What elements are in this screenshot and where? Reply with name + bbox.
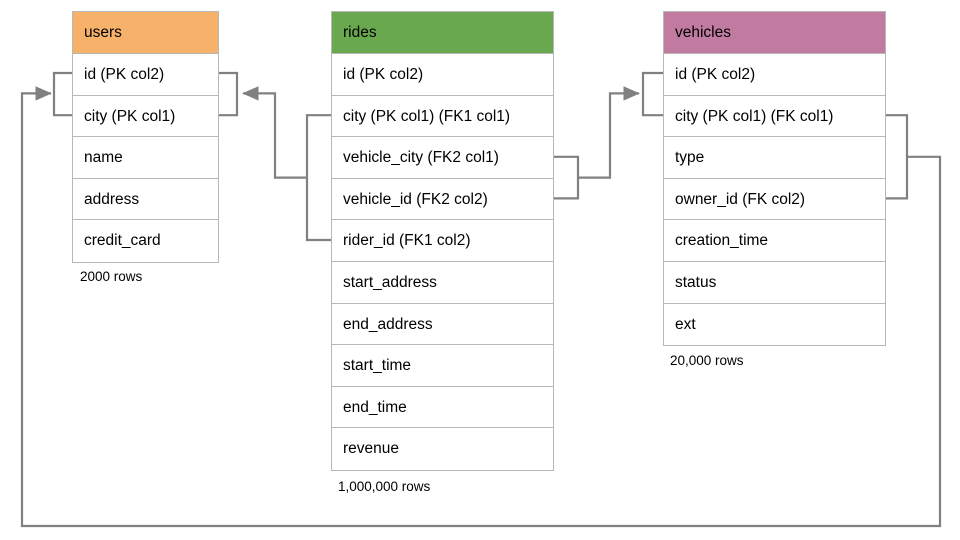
connector-users-right-bracket [219, 71, 239, 117]
connector-fk1-rides-users [242, 86, 331, 242]
table-row[interactable]: address [73, 178, 218, 221]
table-row[interactable]: id (PK col2) [73, 54, 218, 96]
table-row[interactable]: start_address [332, 261, 553, 304]
table-row[interactable]: city (PK col1) [73, 95, 218, 138]
table-row[interactable]: city (PK col1) (FK col1) [664, 95, 885, 138]
table-users-row-count: 2000 rows [80, 269, 143, 284]
table-row[interactable]: end_address [332, 303, 553, 346]
table-row[interactable]: credit_card [73, 220, 218, 262]
table-users[interactable]: users id (PK col2) city (PK col1) name a… [72, 11, 219, 263]
table-rides[interactable]: rides id (PK col2) city (PK col1) (FK1 c… [331, 11, 554, 471]
table-vehicles-row-count: 20,000 rows [670, 353, 744, 368]
table-row[interactable]: vehicle_id (FK2 col2) [332, 178, 553, 221]
table-rides-header: rides [332, 12, 553, 54]
table-row[interactable]: vehicle_city (FK2 col1) [332, 137, 553, 179]
table-row[interactable]: id (PK col2) [664, 54, 885, 96]
connector-users-left-bracket [52, 71, 72, 117]
table-row[interactable]: owner_id (FK col2) [664, 178, 885, 221]
table-users-header: users [73, 12, 218, 54]
table-rides-row-count: 1,000,000 rows [338, 479, 431, 494]
table-row[interactable]: start_time [332, 345, 553, 387]
table-row[interactable]: status [664, 261, 885, 304]
table-row[interactable]: type [664, 137, 885, 179]
connector-fk2-rides-vehicles [554, 86, 640, 200]
table-vehicles-header: vehicles [664, 12, 885, 54]
table-row[interactable]: name [73, 137, 218, 179]
table-row[interactable]: ext [664, 303, 885, 346]
table-row[interactable]: rider_id (FK1 col2) [332, 220, 553, 262]
connector-vehicles-left-bracket [641, 71, 663, 117]
table-row[interactable]: id (PK col2) [332, 54, 553, 96]
table-row[interactable]: end_time [332, 386, 553, 429]
table-vehicles[interactable]: vehicles id (PK col2) city (PK col1) (FK… [663, 11, 886, 347]
table-row[interactable]: revenue [332, 428, 553, 470]
table-row[interactable]: creation_time [664, 220, 885, 262]
table-row[interactable]: city (PK col1) (FK1 col1) [332, 95, 553, 138]
